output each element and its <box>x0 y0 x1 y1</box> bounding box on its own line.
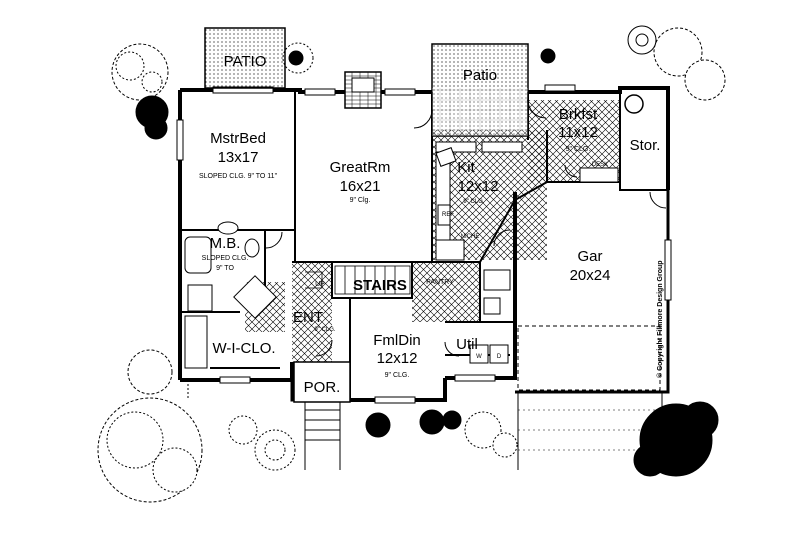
shrub-bottom-mid <box>228 415 296 471</box>
water-heater <box>624 94 644 114</box>
patio-center-slab <box>431 43 529 137</box>
note-formal-dining: 9" CLG. <box>385 372 410 379</box>
kitchen-fixtures <box>435 141 619 261</box>
shrub-bottom-dark-1 <box>365 412 391 438</box>
label-patio-left: PATIO <box>224 53 267 70</box>
patio-left-slab <box>204 27 286 89</box>
size-breakfast: 11x12 <box>558 124 598 141</box>
door-swings <box>265 99 667 357</box>
shrub-bottom-dark-2 <box>419 409 462 435</box>
shrub-bottom-left <box>97 349 203 503</box>
shrub-top-center <box>282 42 314 74</box>
size-master-bed: 13x17 <box>218 149 259 166</box>
label-entry: ENT <box>293 309 323 326</box>
utility-fixtures <box>469 269 511 364</box>
label-niche: NICHE <box>461 234 480 240</box>
note-breakfast: 9" CLG. <box>566 146 591 153</box>
note2-master-bath: 9" TO <box>216 265 234 272</box>
label-desk: DESK <box>592 162 608 168</box>
label-washer: W <box>476 354 482 360</box>
label-formal-dining: FmlDin <box>373 332 421 349</box>
label-walk-in-closet: W-I-CLO. <box>212 340 275 357</box>
stairs-treads <box>305 265 411 295</box>
label-dryer: D <box>497 354 502 360</box>
note-master-bed: SLOPED CLG. 9" TO 11" <box>199 173 278 180</box>
label-porch: POR. <box>304 379 341 396</box>
label-garage: Gar <box>577 248 602 265</box>
shrub-top-right-small <box>540 48 556 64</box>
garage-door <box>517 325 663 470</box>
shrub-bottom-center <box>464 411 518 458</box>
shrub-top-left <box>111 43 169 101</box>
label-ref: REF <box>442 212 454 218</box>
label-master-bath: M.B. <box>210 235 241 252</box>
label-great-room: GreatRm <box>330 159 391 176</box>
label-pantry: PANTRY <box>426 279 454 286</box>
size-great-room: 16x21 <box>340 178 381 195</box>
size-formal-dining: 12x12 <box>377 350 418 367</box>
copyright-text: © Copyright Fillmore Design Group <box>656 260 664 378</box>
size-garage: 20x24 <box>570 267 611 284</box>
fireplace <box>344 71 382 109</box>
label-kitchen: Kit <box>457 159 475 176</box>
note-kitchen: 9" CLG. <box>463 199 484 205</box>
label-breakfast: Brkfst <box>559 106 598 123</box>
label-storage: Stor. <box>630 137 661 154</box>
label-stairs: STAIRS <box>353 277 407 294</box>
label-up: UP <box>315 281 325 288</box>
room-labels: PATIO MstrBed 13x17 SLOPED CLG. 9" TO 11… <box>199 53 664 396</box>
landscape-shrubs <box>97 25 726 503</box>
label-utility: Util <box>456 336 478 353</box>
note-entry: 9" CLG. <box>314 327 335 333</box>
shrub-dark-left <box>135 95 169 140</box>
label-master-bed: MstrBed <box>210 130 266 147</box>
shrub-top-right <box>627 25 726 101</box>
note-master-bath: SLOPED CLG. <box>202 255 249 262</box>
note-great-room: 9" Clg. <box>350 197 371 204</box>
label-patio-center: Patio <box>463 67 497 84</box>
porch-walk <box>187 361 351 470</box>
bath-fixtures <box>184 221 277 369</box>
windows <box>176 84 672 404</box>
shrub-bottom-right <box>633 401 719 477</box>
size-kitchen: 12x12 <box>458 178 499 195</box>
